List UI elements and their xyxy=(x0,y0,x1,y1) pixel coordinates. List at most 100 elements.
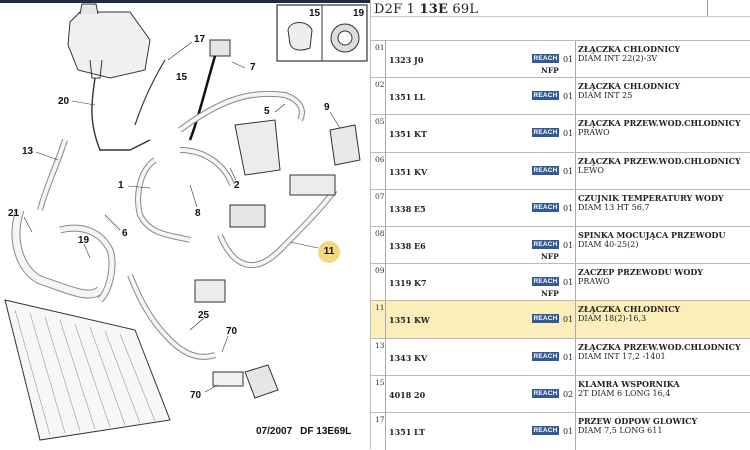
part-code[interactable]: 1351 KV xyxy=(389,167,428,177)
column-divider xyxy=(575,264,576,301)
column-divider xyxy=(385,339,386,376)
part-name: SPINKA MOCUJĄCA PRZEWODU xyxy=(578,230,726,240)
row-index: 01 xyxy=(375,43,385,52)
part-name: KLAMRA WSPORNIKA xyxy=(578,379,680,389)
column-divider xyxy=(385,301,386,338)
callout-7[interactable]: 7 xyxy=(250,62,256,73)
row-index: 05 xyxy=(375,117,385,126)
part-code[interactable]: 1338 E6 xyxy=(389,241,426,251)
column-divider xyxy=(385,190,386,227)
part-code[interactable]: 1319 K7 xyxy=(389,278,427,288)
reach-badge[interactable]: REACH xyxy=(532,352,559,361)
callout-1[interactable]: 1 xyxy=(118,180,124,191)
part-name: PRZEW ODPOW GLOWICY xyxy=(578,416,698,426)
callout-8[interactable]: 8 xyxy=(195,208,201,219)
part-code[interactable]: 1323 J0 xyxy=(389,55,424,65)
reach-badge[interactable]: REACH xyxy=(532,203,559,212)
part-description: DIAM 40-25(2) xyxy=(578,240,639,249)
callout-15[interactable]: 15 xyxy=(176,72,188,83)
part-description: DIAM 18(2)-16,3 xyxy=(578,314,647,323)
column-divider xyxy=(385,264,386,301)
column-divider xyxy=(575,41,576,78)
callout-19[interactable]: 19 xyxy=(78,235,90,246)
part-name: ZŁĄCZKA CHLODNICY xyxy=(578,304,681,314)
part-code[interactable]: 1338 E5 xyxy=(389,204,426,214)
reach-badge[interactable]: REACH xyxy=(532,277,559,286)
part-code[interactable]: 1351 LL xyxy=(389,92,426,102)
callout-21[interactable]: 21 xyxy=(8,208,20,219)
callout-70-lower[interactable]: 70 xyxy=(190,390,202,401)
reach-badge[interactable]: REACH xyxy=(532,240,559,249)
part-code[interactable]: 4018 20 xyxy=(389,390,426,400)
title-suffix: 69L xyxy=(448,2,479,17)
reach-badge[interactable]: REACH xyxy=(532,128,559,137)
nfp-flag: NFP xyxy=(541,252,559,261)
part-name: ZACZEP PRZEWODU WODY xyxy=(578,267,704,277)
part-code[interactable]: 1351 KT xyxy=(389,129,427,139)
callout-17[interactable]: 17 xyxy=(194,34,206,45)
column-divider xyxy=(575,78,576,115)
row-index: 09 xyxy=(375,266,385,275)
column-divider xyxy=(575,227,576,264)
column-divider xyxy=(575,115,576,152)
column-divider xyxy=(575,376,576,413)
row-index: 13 xyxy=(375,341,385,350)
reach-badge[interactable]: REACH xyxy=(532,54,559,63)
reach-badge[interactable]: REACH xyxy=(532,91,559,100)
reach-badge[interactable]: REACH xyxy=(532,314,559,323)
column-divider xyxy=(385,227,386,264)
part-code[interactable]: 1351 KW xyxy=(389,315,430,325)
row-index: 15 xyxy=(375,378,385,387)
callout-13[interactable]: 13 xyxy=(22,146,34,157)
reach-badge[interactable]: REACH xyxy=(532,426,559,435)
parts-row[interactable]: 07 1338 E5 REACH 01 CZUJNIK TEMPERATURY WODY… xyxy=(371,189,750,227)
callout-25[interactable]: 25 xyxy=(198,310,210,321)
callout-9[interactable]: 9 xyxy=(324,102,330,113)
part-quantity: 01 xyxy=(563,167,574,176)
part-description: DIAM INT 22(2)-3V xyxy=(578,54,658,63)
title-prefix: D2F 1 xyxy=(374,2,420,17)
part-quantity: 01 xyxy=(563,353,574,362)
nfp-flag: NFP xyxy=(541,66,559,75)
part-quantity: 01 xyxy=(563,55,574,64)
part-description: DIAM 13 HT 56,7 xyxy=(578,203,650,212)
callout-20[interactable]: 20 xyxy=(58,96,70,107)
callout-6[interactable]: 6 xyxy=(122,228,128,239)
part-code[interactable]: 1343 KV xyxy=(389,353,428,363)
column-divider xyxy=(385,115,386,152)
title-bold: 13E xyxy=(419,2,449,17)
parts-diagram: 15 19 17 7 15 20 5 9 13 1 2 8 6 21 19 11… xyxy=(0,0,370,449)
part-quantity: 01 xyxy=(563,427,574,436)
footer-date: 07/2007 xyxy=(256,426,293,437)
column-divider xyxy=(385,41,386,78)
part-name: ZŁĄCZKA CHLODNICY xyxy=(578,81,681,91)
row-index: 17 xyxy=(375,415,385,424)
callout-5[interactable]: 5 xyxy=(264,106,270,117)
nfp-flag: NFP xyxy=(541,289,559,298)
part-code[interactable]: 1351 LT xyxy=(389,427,425,437)
part-quantity: 01 xyxy=(563,204,574,213)
inset-label-left: 15 xyxy=(309,8,321,19)
column-divider xyxy=(575,413,576,450)
row-index: 07 xyxy=(375,192,385,201)
diagram-drawing xyxy=(0,0,370,441)
part-quantity: 01 xyxy=(563,92,574,101)
callout-11-highlighted[interactable]: 11 xyxy=(318,241,340,263)
part-name: CZUJNIK TEMPERATURY WODY xyxy=(578,193,724,203)
reach-badge[interactable]: REACH xyxy=(532,389,559,398)
callout-2[interactable]: 2 xyxy=(234,180,240,191)
callout-70-upper[interactable]: 70 xyxy=(226,326,238,337)
reach-badge[interactable]: REACH xyxy=(532,166,559,175)
